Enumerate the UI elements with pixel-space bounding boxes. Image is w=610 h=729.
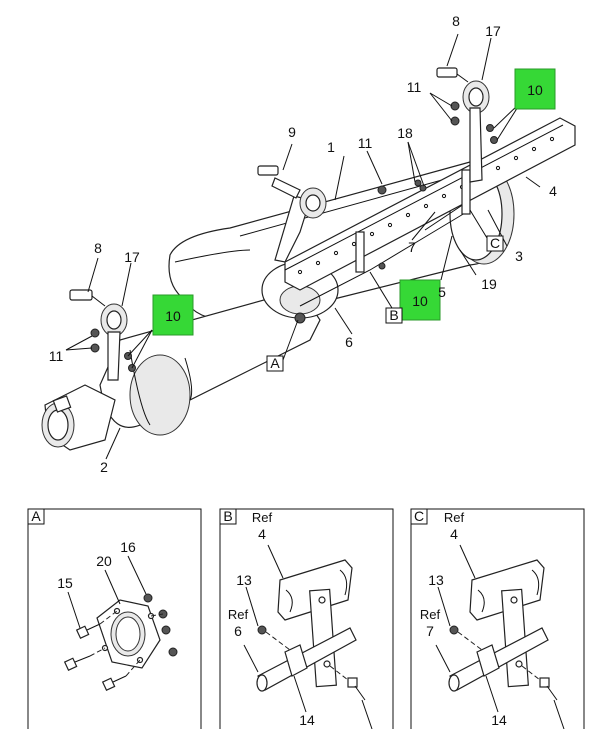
- bolt-icon: [539, 677, 550, 688]
- detail-b-callout-13: 13: [236, 572, 252, 588]
- callout-11-front: 11: [49, 348, 64, 364]
- bracket-c: [461, 169, 471, 215]
- detail-b-leaders: [243, 544, 373, 729]
- callout-3: 3: [515, 248, 523, 264]
- detail-c-ref-4: Ref: [444, 510, 465, 525]
- callout-4: 4: [549, 183, 557, 199]
- callout-8-rear: 8: [452, 13, 460, 29]
- detail-b-frame: [219, 508, 394, 729]
- view-label-b-box: [385, 307, 403, 324]
- detail-b-tag-box: [219, 508, 237, 525]
- detail-a-callout-15: 15: [57, 575, 73, 591]
- detail-a-tag-box: [27, 508, 45, 525]
- callout-9: 9: [288, 124, 296, 140]
- detail-view-a: A 15 20: [27, 508, 202, 729]
- isolator-front: [69, 289, 128, 381]
- detail-a-tag: A: [31, 508, 41, 524]
- nut-icon-13: [449, 625, 459, 635]
- detail-a-dashes: [89, 610, 164, 677]
- main-assembly-view: 10 10 10 A B C 8 17 11 9 18 11 1 4 3 7 1…: [41, 13, 576, 475]
- view-label-b: B: [389, 307, 398, 323]
- detail-b-callout-6: 6: [234, 623, 242, 639]
- detail-view-b: B Ref 4 13 Ref 6 14: [219, 508, 394, 729]
- isolator-mid: [257, 165, 327, 219]
- nut-icons: [143, 593, 178, 657]
- clamp-part-14: [284, 644, 308, 677]
- inlet-clamp: [41, 384, 116, 451]
- bracket-b: [355, 231, 365, 273]
- callout-10-front: 10: [165, 308, 181, 324]
- callout-10-mid: 10: [412, 293, 428, 309]
- leader-lines: [65, 33, 541, 460]
- highlight-box-10-front: [152, 294, 194, 336]
- callout-17-front: 17: [124, 249, 140, 265]
- detail-c-tag: C: [414, 508, 424, 524]
- callout-18: 18: [397, 125, 413, 141]
- callout-10-rear: 10: [527, 82, 543, 98]
- detail-c-callout-14: 14: [491, 712, 507, 728]
- detail-c-ref-7: Ref: [420, 607, 441, 622]
- callout-17-rear: 17: [485, 23, 501, 39]
- isolator-rear: [436, 67, 490, 183]
- view-label-a-box: [266, 355, 284, 372]
- detail-b-callout-4: 4: [258, 526, 266, 542]
- detail-c-tag-box: [410, 508, 428, 525]
- flange-a-icon: [294, 312, 306, 324]
- strap-part-6: [299, 209, 471, 307]
- bolt-icons: [63, 623, 127, 692]
- detail-c-callout-13: 13: [428, 572, 444, 588]
- detail-b-tag: B: [223, 508, 232, 524]
- detail-b-ref-4: Ref: [252, 510, 273, 525]
- detail-view-c: C Ref 4 13 Ref 7 14: [410, 508, 585, 729]
- detail-c-leaders: [435, 544, 565, 729]
- highlight-box-10-rear: [514, 68, 556, 110]
- callout-7: 7: [408, 239, 416, 255]
- detail-a-callout-16: 16: [120, 539, 136, 555]
- detail-a-leaders: [67, 555, 147, 629]
- detail-b-callout-14: 14: [299, 712, 315, 728]
- bolt-icon: [347, 677, 358, 688]
- view-label-c-box: [486, 235, 504, 252]
- clamp-part-14: [476, 644, 500, 677]
- detail-c-frame: [410, 508, 585, 729]
- callout-11-rear: 11: [407, 79, 422, 95]
- detail-c-callout-7: 7: [426, 623, 434, 639]
- detail-a-callout-20: 20: [96, 553, 112, 569]
- detail-b-ref-6: Ref: [228, 607, 249, 622]
- callout-11-mid: 11: [358, 135, 373, 151]
- nut-icons: [90, 101, 498, 372]
- nut-icon-13: [257, 625, 267, 635]
- view-label-c: C: [490, 235, 500, 251]
- callout-8-front: 8: [94, 240, 102, 256]
- callout-6: 6: [345, 334, 353, 350]
- highlight-box-10-mid: [399, 279, 441, 321]
- callout-5: 5: [438, 284, 446, 300]
- view-label-a: A: [270, 355, 280, 371]
- detail-c-callout-4: 4: [450, 526, 458, 542]
- callout-1: 1: [327, 139, 335, 155]
- callout-2: 2: [100, 459, 108, 475]
- callout-19: 19: [481, 276, 497, 292]
